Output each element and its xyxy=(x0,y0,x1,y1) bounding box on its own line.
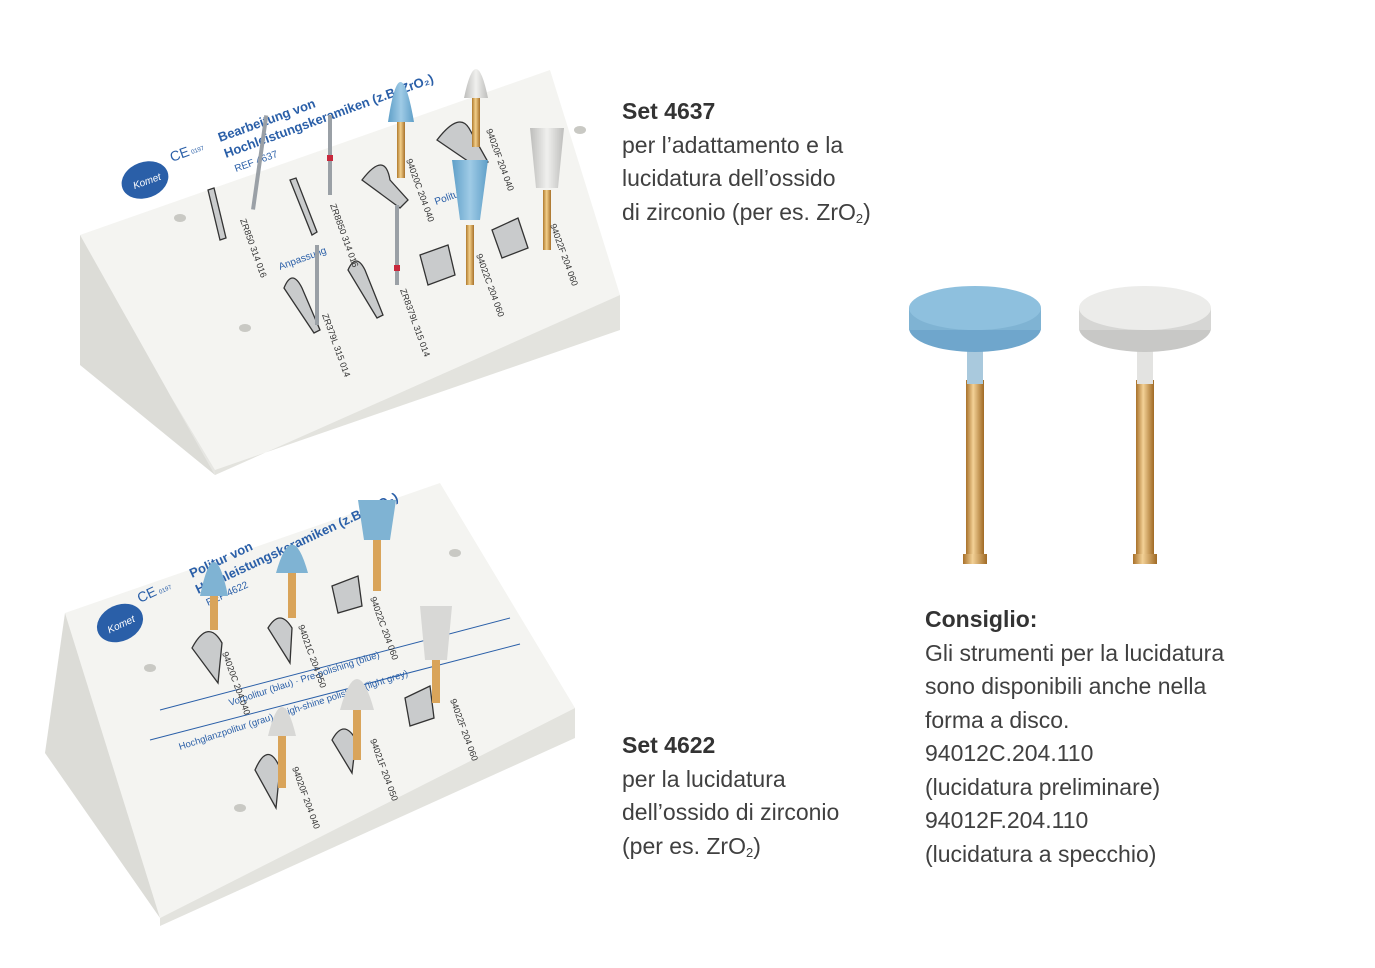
tip-note-mirror: (lucidatura a specchio) xyxy=(925,840,1157,867)
blue-disc-polisher xyxy=(909,286,1041,564)
set-4637-line-2: lucidatura dell’ossido xyxy=(622,165,836,191)
tray-side-left xyxy=(80,235,215,475)
set-4622-tray-image: Komet CE 0197 Politur von Hochleistungsk… xyxy=(40,478,600,938)
set-4622-line-1: per la lucidatura xyxy=(622,765,786,792)
set-4622-line-3: (per es. ZrO2) xyxy=(622,832,761,860)
komet-logo-icon: Komet xyxy=(96,603,144,643)
set-4637-caption: Set 4637 per l’adattamento e la lucidatu… xyxy=(622,95,952,235)
set-4622-title: Set 4622 xyxy=(622,732,716,758)
tip-caption: Consiglio: Gli strumenti per la lucidatu… xyxy=(925,603,1345,871)
tip-line-1: Gli strumenti per la lucidatura xyxy=(925,639,1225,666)
tray-side-left xyxy=(45,613,160,918)
komet-logo-icon: Komet xyxy=(121,161,169,199)
svg-text:0197: 0197 xyxy=(158,584,173,595)
tip-line-3: forma a disco. xyxy=(925,706,1070,733)
tip-code-preliminary: 94012C.204.110 xyxy=(925,740,1094,766)
set-4637-tray-image: Komet CE 0197 Bearbeitung von Hochleistu… xyxy=(40,30,640,490)
svg-text:0197: 0197 xyxy=(191,145,206,155)
polishing-discs-image xyxy=(905,270,1235,590)
ce-mark-icon: CE xyxy=(168,143,192,165)
grey-disc-polisher xyxy=(1079,286,1211,564)
tray-side-bottom xyxy=(215,295,620,475)
set-4637-line-1: per l’adattamento e la xyxy=(622,131,844,158)
tip-code-mirror: 94012F.204.110 xyxy=(925,807,1089,833)
ce-mark-icon: CE xyxy=(135,583,159,606)
set-4622-caption: Set 4622 per la lucidatura dell’ossido d… xyxy=(622,729,952,869)
set-4637-title: Set 4637 xyxy=(622,98,716,124)
set-4637-line-3: di zirconio (per es. ZrO2) xyxy=(622,198,871,226)
tray-side-bottom xyxy=(160,708,575,926)
tray-top-face xyxy=(65,483,575,918)
set-4622-line-2: dell’ossido di zirconio xyxy=(622,799,840,825)
tip-line-2: sono disponibili anche nella xyxy=(925,673,1207,699)
tip-title: Consiglio: xyxy=(925,606,1038,632)
tip-note-preliminary: (lucidatura preliminare) xyxy=(925,773,1161,800)
